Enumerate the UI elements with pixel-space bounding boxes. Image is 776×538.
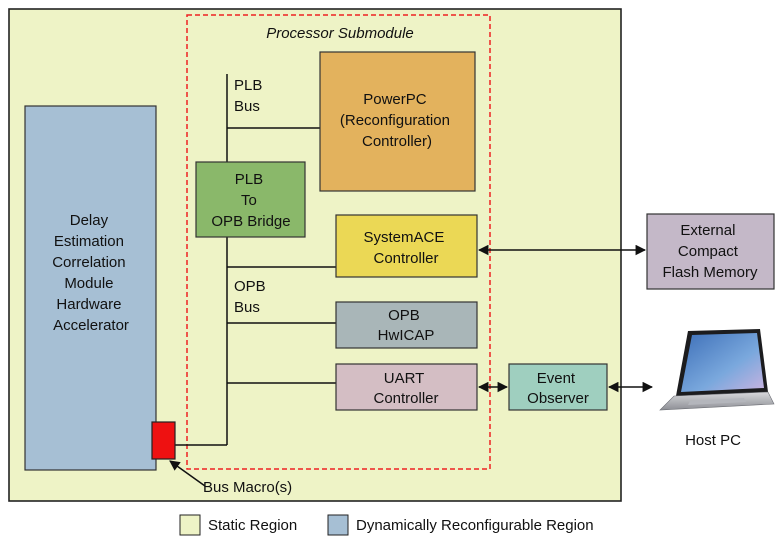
powerpc-block: [319, 51, 476, 192]
hardware-accelerator-block: [24, 105, 157, 471]
uart-controller-block: [335, 363, 478, 411]
plb-bus-label: PLB Bus: [234, 77, 267, 115]
hardware-accelerator-label: Delay Estimation Correlation Module Hard…: [52, 212, 130, 334]
processor-submodule-boundary: [186, 14, 491, 470]
legend-static-label: Static Region: [208, 517, 297, 534]
legend-static-swatch: [179, 514, 201, 536]
processor-submodule-title: Processor Submodule: [266, 25, 414, 42]
bus-macro-label: Bus Macro(s): [203, 479, 292, 496]
powerpc-label: PowerPC (Reconfiguration Controller): [340, 91, 454, 150]
event-observer-block: [508, 363, 608, 411]
host-pc-label: Host PC: [685, 432, 741, 449]
event-observer-label: Event Observer: [527, 370, 589, 407]
plb-opb-bridge-block: [195, 161, 306, 238]
external-flash-memory-label: External Compact Flash Memory: [662, 222, 758, 281]
opb-hwicap-block: [335, 301, 478, 349]
legend-dynamic-label: Dynamically Reconfigurable Region: [356, 517, 594, 534]
uart-controller-label: UART Controller: [373, 370, 438, 407]
bus-macro-pointer-arrow: [169, 460, 206, 487]
legend-dynamic-swatch: [327, 514, 349, 536]
plb-opb-bridge-label: PLB To OPB Bridge: [211, 171, 290, 230]
laptop-icon: [659, 329, 775, 411]
legend: Static Region Dynamically Reconfigurable…: [179, 514, 594, 536]
bus-wiring: [175, 74, 336, 446]
systemace-controller-label: SystemACE Controller: [363, 229, 448, 267]
external-flash-memory-block: [646, 213, 775, 290]
opb-bus-label: OPB Bus: [234, 278, 270, 316]
opb-hwicap-label: OPB HwICAP: [378, 307, 435, 344]
systemace-controller-block: [335, 214, 478, 278]
bus-macro-block: [151, 421, 176, 460]
